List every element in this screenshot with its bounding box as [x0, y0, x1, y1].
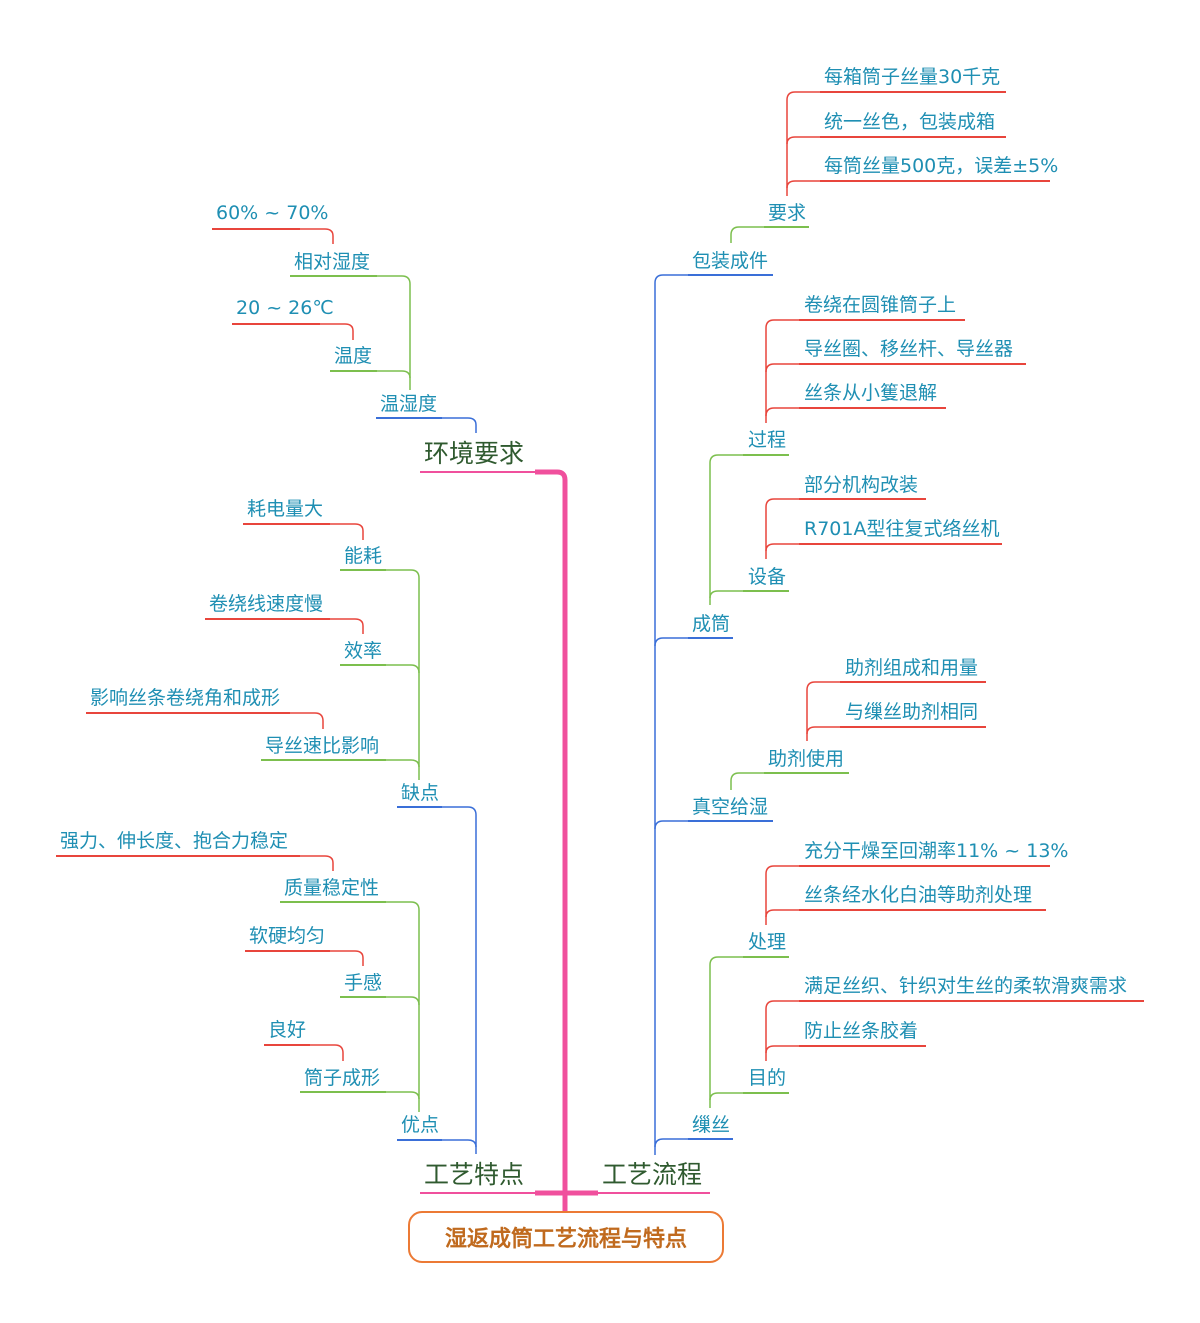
node-efficiency[interactable]: 效率 [344, 640, 383, 662]
node-temperature[interactable]: 温度 [334, 345, 373, 367]
node-agent-use[interactable]: 助剂使用 [768, 748, 845, 770]
node-advantages[interactable]: 优点 [401, 1114, 440, 1136]
leaf-temperature-range[interactable]: 20 ~ 26℃ [236, 297, 334, 319]
leaf-process-1[interactable]: 卷绕在圆锥筒子上 [804, 294, 957, 316]
node-bobbin-shape[interactable]: 筒子成形 [304, 1067, 381, 1089]
leaf-process-3[interactable]: 丝条从小篗退解 [804, 382, 938, 404]
node-energy[interactable]: 能耗 [344, 545, 383, 567]
node-temp-humidity[interactable]: 温湿度 [380, 393, 438, 415]
node-hand-feel[interactable]: 手感 [344, 972, 383, 994]
leaf-req-2[interactable]: 统一丝色，包装成箱 [824, 111, 996, 133]
leaf-humidity-range[interactable]: 60% ~ 70% [216, 202, 329, 224]
leaf-guide-ratio[interactable]: 影响丝条卷绕角和成形 [90, 687, 281, 709]
leaf-quality[interactable]: 强力、伸长度、抱合力稳定 [60, 830, 289, 852]
node-vacuum-humidify[interactable]: 真空给湿 [692, 796, 769, 818]
leaf-equip-2[interactable]: R701A型往复式络丝机 [804, 518, 1000, 540]
leaf-purpose-2[interactable]: 防止丝条胶着 [804, 1020, 919, 1042]
leaf-energy[interactable]: 耗电量大 [247, 498, 324, 520]
node-relative-humidity[interactable]: 相对湿度 [294, 251, 371, 273]
leaf-treat-1[interactable]: 充分干燥至回潮率11% ~ 13% [804, 840, 1069, 862]
node-requirements[interactable]: 要求 [768, 202, 807, 224]
leaf-agent-1[interactable]: 助剂组成和用量 [845, 657, 979, 679]
leaf-agent-2[interactable]: 与缫丝助剂相同 [845, 701, 979, 723]
leaf-equip-1[interactable]: 部分机构改装 [804, 474, 919, 496]
leaf-efficiency[interactable]: 卷绕线速度慢 [209, 593, 324, 615]
node-process[interactable]: 过程 [748, 429, 787, 451]
node-packing[interactable]: 包装成件 [692, 250, 769, 272]
node-tubing[interactable]: 成筒 [692, 613, 731, 635]
node-guide-ratio[interactable]: 导丝速比影响 [265, 735, 380, 757]
branch-environment[interactable]: 环境要求 [424, 439, 525, 468]
leaf-treat-2[interactable]: 丝条经水化白油等助剂处理 [804, 884, 1033, 906]
leaf-req-3[interactable]: 每筒丝量500克，误差±5% [824, 155, 1059, 177]
leaf-req-1[interactable]: 每箱筒子丝量30千克 [824, 66, 1001, 88]
node-reeling[interactable]: 缫丝 [692, 1114, 731, 1136]
root-topic[interactable]: 湿返成筒工艺流程与特点 [408, 1211, 724, 1263]
leaf-hand-feel[interactable]: 软硬均匀 [249, 925, 326, 947]
node-treatment[interactable]: 处理 [748, 931, 787, 953]
leaf-process-2[interactable]: 导丝圈、移丝杆、导丝器 [804, 338, 1014, 360]
leaf-bobbin-shape[interactable]: 良好 [268, 1019, 307, 1041]
node-equipment[interactable]: 设备 [748, 566, 787, 588]
node-purpose[interactable]: 目的 [748, 1067, 787, 1089]
leaf-purpose-1[interactable]: 满足丝织、针织对生丝的柔软滑爽需求 [804, 975, 1128, 997]
branch-process[interactable]: 工艺流程 [602, 1160, 703, 1189]
node-disadvantages[interactable]: 缺点 [401, 782, 440, 804]
branch-features[interactable]: 工艺特点 [424, 1160, 525, 1189]
node-quality[interactable]: 质量稳定性 [284, 877, 380, 899]
